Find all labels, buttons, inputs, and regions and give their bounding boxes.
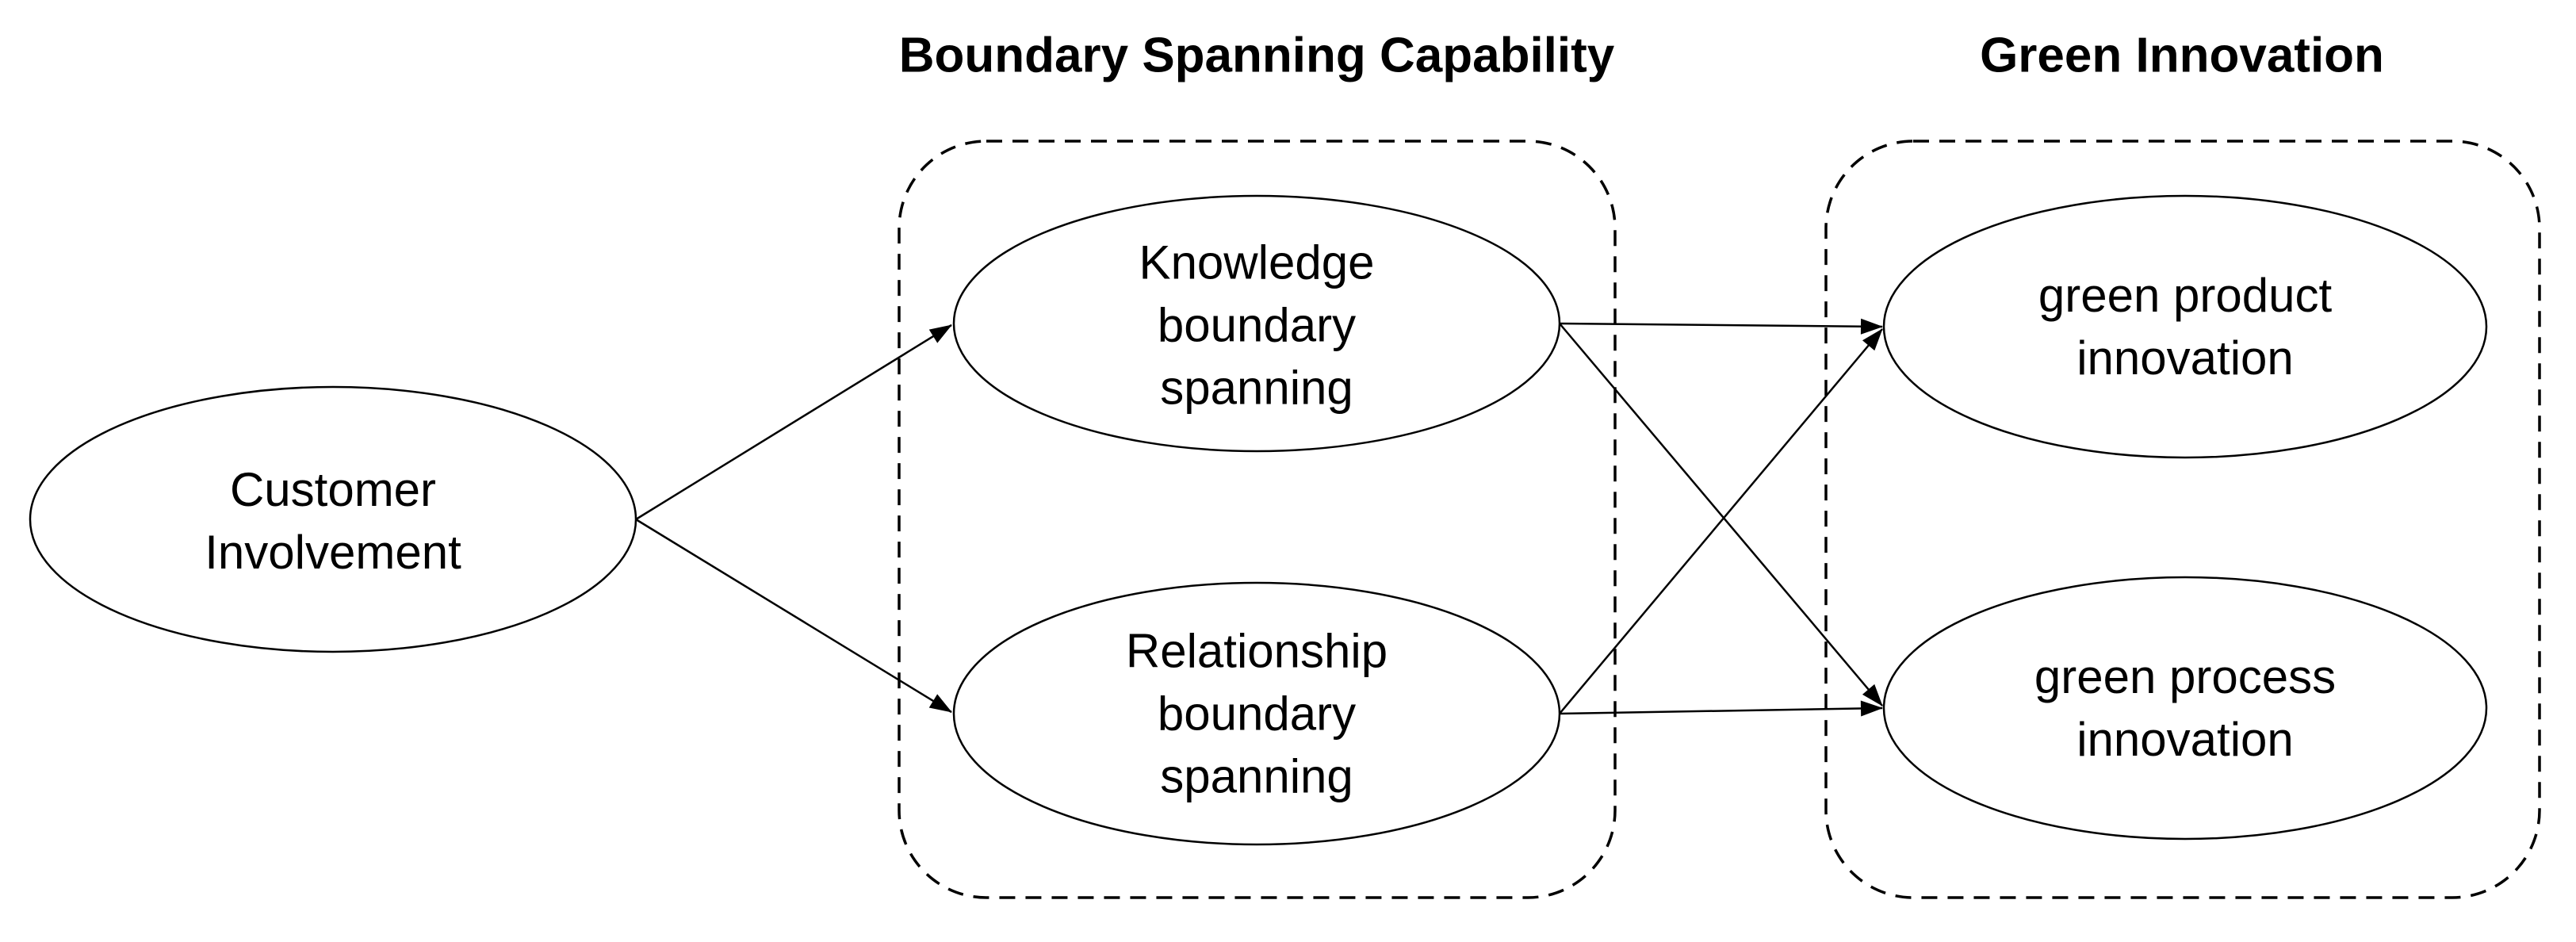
edge-relationship-to-green-product xyxy=(1559,328,1883,714)
boundary-spanning-group-title: Boundary Spanning Capability xyxy=(898,28,1615,83)
green-product-innovation-ellipse xyxy=(1882,194,2488,459)
green-product-innovation-label: green product innovation xyxy=(2038,269,2333,385)
green-innovation-group-title: Green Innovation xyxy=(1980,28,2384,83)
knowledge-boundary-spanning-label: Knowledge boundary spanning xyxy=(1139,236,1375,415)
edge-relationship-to-green-process xyxy=(1559,700,1883,717)
edge-customer-to-relationship xyxy=(635,518,952,714)
edge-customer-to-knowledge xyxy=(635,324,952,521)
green-innovation-group-box xyxy=(1824,140,2541,899)
green-process-innovation-ellipse xyxy=(1882,576,2488,841)
customer-involvement-label: Customer Involvement xyxy=(205,463,461,579)
edge-knowledge-to-green-product xyxy=(1559,318,1883,335)
green-process-innovation-label: green process innovation xyxy=(2034,650,2337,766)
boundary-spanning-group-box xyxy=(898,140,1617,899)
relationship-boundary-spanning-label: Relationship boundary spanning xyxy=(1125,624,1388,803)
edge-knowledge-to-green-process xyxy=(1559,323,1883,706)
